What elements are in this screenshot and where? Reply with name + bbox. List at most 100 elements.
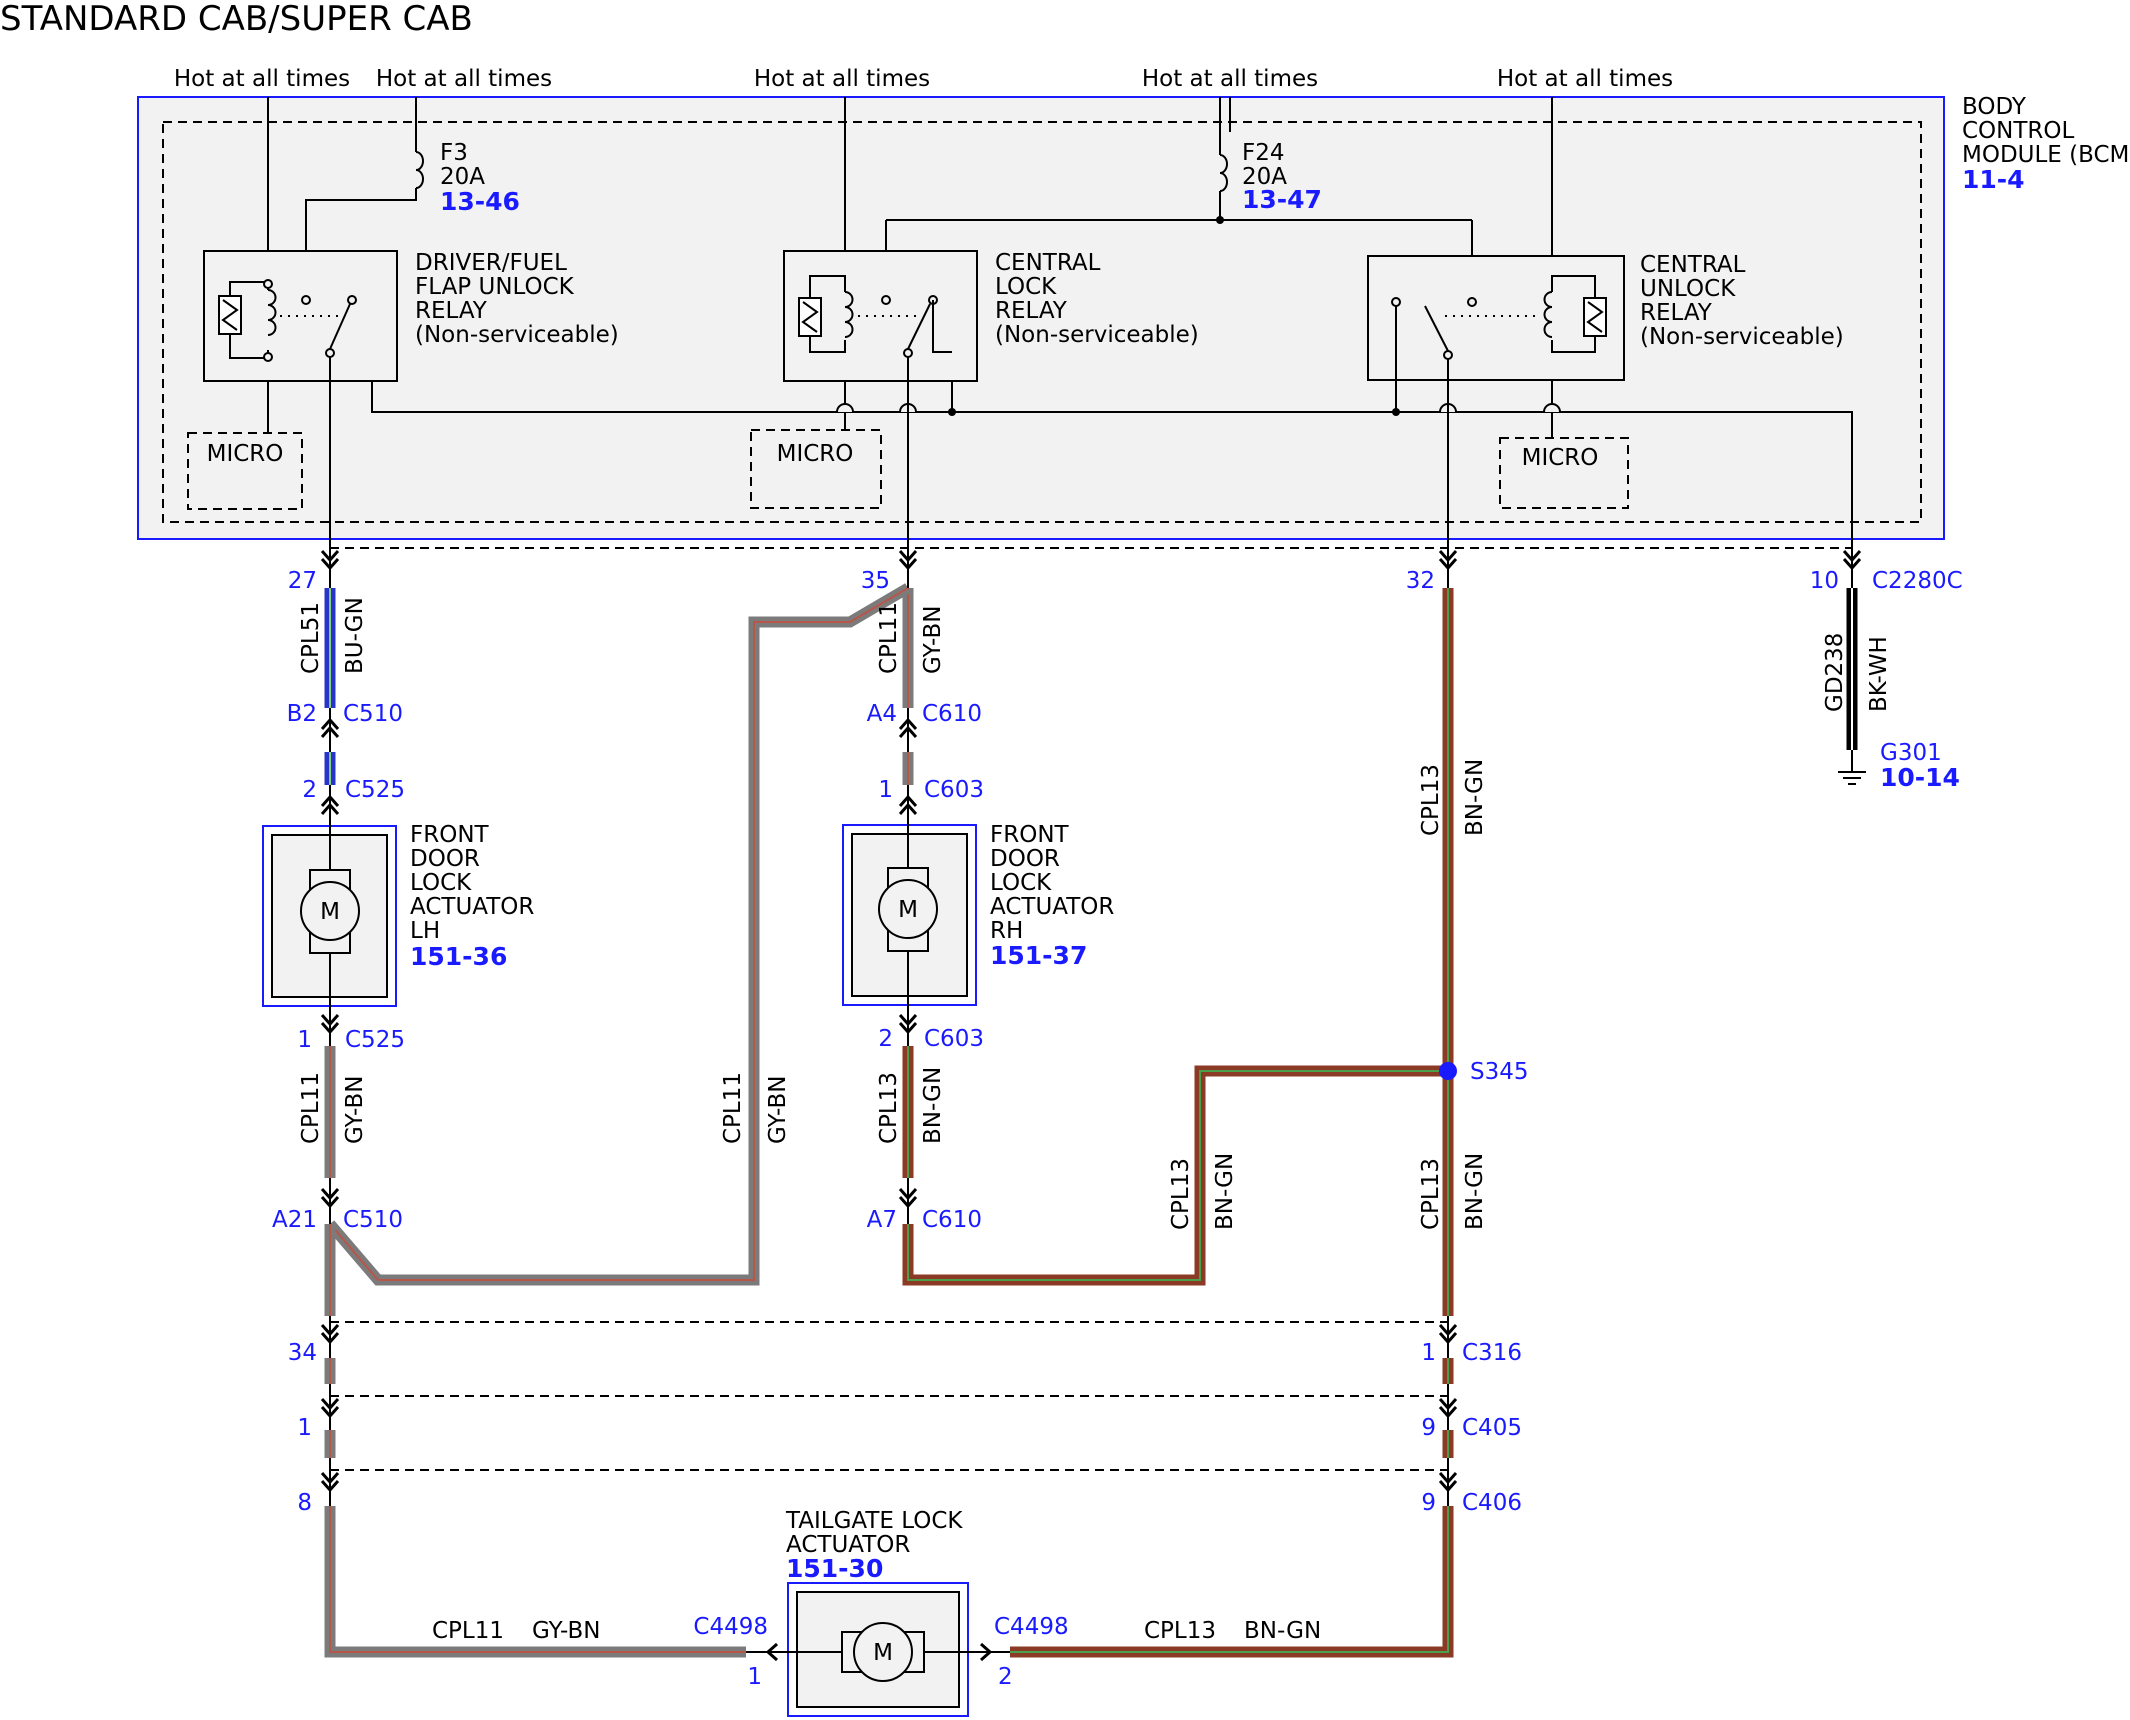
chevron-c405-left: [320, 1398, 340, 1419]
connector-labels: 27 35 32 10 C2280C B2 C510 A4 C610 2 C52…: [272, 568, 1963, 1690]
wire-cpl13-tailgate: [1010, 1506, 1454, 1658]
bcm-module-outline: [137, 96, 1945, 540]
power-label-4: Hot at all times: [1142, 66, 1318, 92]
wire-cpl11-cross-circuit: CPL11: [720, 1072, 746, 1144]
actuator-lh-reference[interactable]: 151-36: [410, 942, 507, 971]
wire-cpl13-rh-circuit: CPL13: [876, 1072, 902, 1144]
relay-1-label-line-1: DRIVER/FUEL: [415, 250, 567, 276]
wire-cpl13-upper-color: BN-GN: [1462, 759, 1488, 836]
wire-cpl13-rh-color: BN-GN: [920, 1067, 946, 1144]
motor-symbol-lh: M: [320, 899, 340, 925]
fuse-f3-name: F3: [440, 140, 468, 166]
connector-c525-top: C525: [345, 777, 405, 803]
connector-c603-bottom: C603: [924, 1026, 984, 1052]
power-label-5: Hot at all times: [1497, 66, 1673, 92]
ground-name: G301: [1880, 740, 1942, 766]
connector-c510-top: C510: [343, 701, 403, 727]
wire-cpl13-lower-circuit: CPL13: [1418, 1158, 1444, 1230]
pin-b2: B2: [287, 701, 317, 727]
fuse-f24-reference[interactable]: 13-47: [1242, 185, 1322, 214]
connector-c603-top: C603: [924, 777, 984, 803]
motor-symbol-rh: M: [898, 897, 918, 923]
actuator-rh-line-2: DOOR: [990, 846, 1060, 872]
micro-box-1: [187, 432, 303, 510]
relay-3-label-line-4: (Non-serviceable): [1640, 324, 1844, 350]
micro-box-2: [750, 429, 882, 509]
connector-chevrons: [320, 550, 1862, 1662]
connector-c2280c: C2280C: [1872, 568, 1963, 594]
pin-1-left-c405: 1: [297, 1415, 312, 1441]
ground-reference[interactable]: 10-14: [1880, 763, 1960, 792]
fuse-f24-name: F24: [1242, 140, 1285, 166]
ground-symbol: [1838, 750, 1866, 785]
tailgate-label-line-2: ACTUATOR: [786, 1532, 910, 1558]
actuator-lh-line-4: ACTUATOR: [410, 894, 534, 920]
chevron-pin-27: [320, 550, 340, 571]
micro-3-label: MICRO: [1522, 445, 1599, 471]
relay-1-label-line-4: (Non-serviceable): [415, 322, 619, 348]
relay-2-label-line-2: LOCK: [995, 274, 1057, 300]
chevron-c525-top: [320, 794, 340, 815]
connector-c610-bottom: C610: [922, 1207, 982, 1233]
chevron-c610-bottom: [898, 1188, 918, 1209]
power-label-3: Hot at all times: [754, 66, 930, 92]
connector-c4498-left: C4498: [693, 1614, 768, 1640]
motor-symbol-tailgate: M: [873, 1640, 893, 1666]
chevron-pin-32: [1438, 550, 1458, 571]
pin-1-c525: 1: [297, 1027, 312, 1053]
splice-s345-label: S345: [1470, 1059, 1529, 1085]
chevron-c316-right: [1438, 1324, 1458, 1345]
splice-s345-dot: [1439, 1062, 1457, 1080]
harness-wires: [324, 548, 1858, 1658]
relay-central-lock: [783, 250, 978, 548]
wire-cpl13-lower-color: BN-GN: [1462, 1153, 1488, 1230]
chevron-c4498-left: [765, 1642, 778, 1662]
bcm-name-line-3: MODULE (BCM): [1962, 142, 2130, 168]
wire-cpl13-tailgate-color: BN-GN: [1244, 1618, 1321, 1644]
wire-cpl11-cross-color: GY-BN: [765, 1076, 791, 1144]
connector-c406: C406: [1462, 1490, 1522, 1516]
pin-27: 27: [288, 568, 317, 594]
diagram-title: STANDARD CAB/SUPER CAB: [0, 0, 473, 39]
pin-9-c406: 9: [1421, 1490, 1436, 1516]
wire-cpl13-branch-circuit: CPL13: [1168, 1158, 1194, 1230]
fuse-f3-reference[interactable]: 13-46: [440, 187, 520, 216]
wire-cpl11-tailgate-circuit: CPL11: [432, 1618, 504, 1644]
pin-8: 8: [297, 1490, 312, 1516]
relay-3-label-line-1: CENTRAL: [1640, 252, 1746, 278]
relay-1-label-line-2: FLAP UNLOCK: [415, 274, 575, 300]
relay-2-label-line-3: RELAY: [995, 298, 1068, 324]
relay-2-label-line-4: (Non-serviceable): [995, 322, 1199, 348]
pin-9-c405: 9: [1421, 1415, 1436, 1441]
wire-cpl11-cross: [325, 583, 911, 1286]
chevron-c510-top: [320, 717, 340, 738]
connector-c525-bottom: C525: [345, 1027, 405, 1053]
chevron-c4498-right: [980, 1642, 993, 1662]
tailgate-reference[interactable]: 151-30: [786, 1554, 883, 1583]
wire-cpl13-upper-circuit: CPL13: [1418, 764, 1444, 836]
actuator-rh-reference[interactable]: 151-37: [990, 941, 1087, 970]
pin-32: 32: [1406, 568, 1435, 594]
pin-a4: A4: [867, 701, 897, 727]
connector-c610-top: C610: [922, 701, 982, 727]
bcm-reference[interactable]: 11-4: [1962, 165, 2025, 194]
pin-1-c4498: 1: [747, 1664, 762, 1690]
pin-35: 35: [861, 568, 890, 594]
chevron-c610-top: [898, 717, 918, 738]
relay-2-label-line-1: CENTRAL: [995, 250, 1101, 276]
bcm-name-line-2: CONTROL: [1962, 118, 2075, 144]
wire-cpl51-color: BU-GN: [342, 597, 368, 674]
wire-labels: CPL51 BU-GN CPL11 GY-BN CPL13 BN-GN GD23…: [298, 597, 1892, 1644]
wire-gd238-color: BK-WH: [1866, 636, 1892, 712]
micro-box-3: [1499, 437, 1629, 509]
wire-gd238-circuit: GD238: [1822, 633, 1848, 712]
power-label-2: Hot at all times: [376, 66, 552, 92]
actuator-lh-line-3: LOCK: [410, 870, 472, 896]
pin-34: 34: [288, 1340, 317, 1366]
front-door-lock-actuator-lh: [262, 810, 397, 1022]
pin-a21: A21: [272, 1207, 317, 1233]
fuse-f3-rating: 20A: [440, 164, 485, 190]
connector-c405: C405: [1462, 1415, 1522, 1441]
wire-cpl11-tailgate-color: GY-BN: [532, 1618, 600, 1644]
